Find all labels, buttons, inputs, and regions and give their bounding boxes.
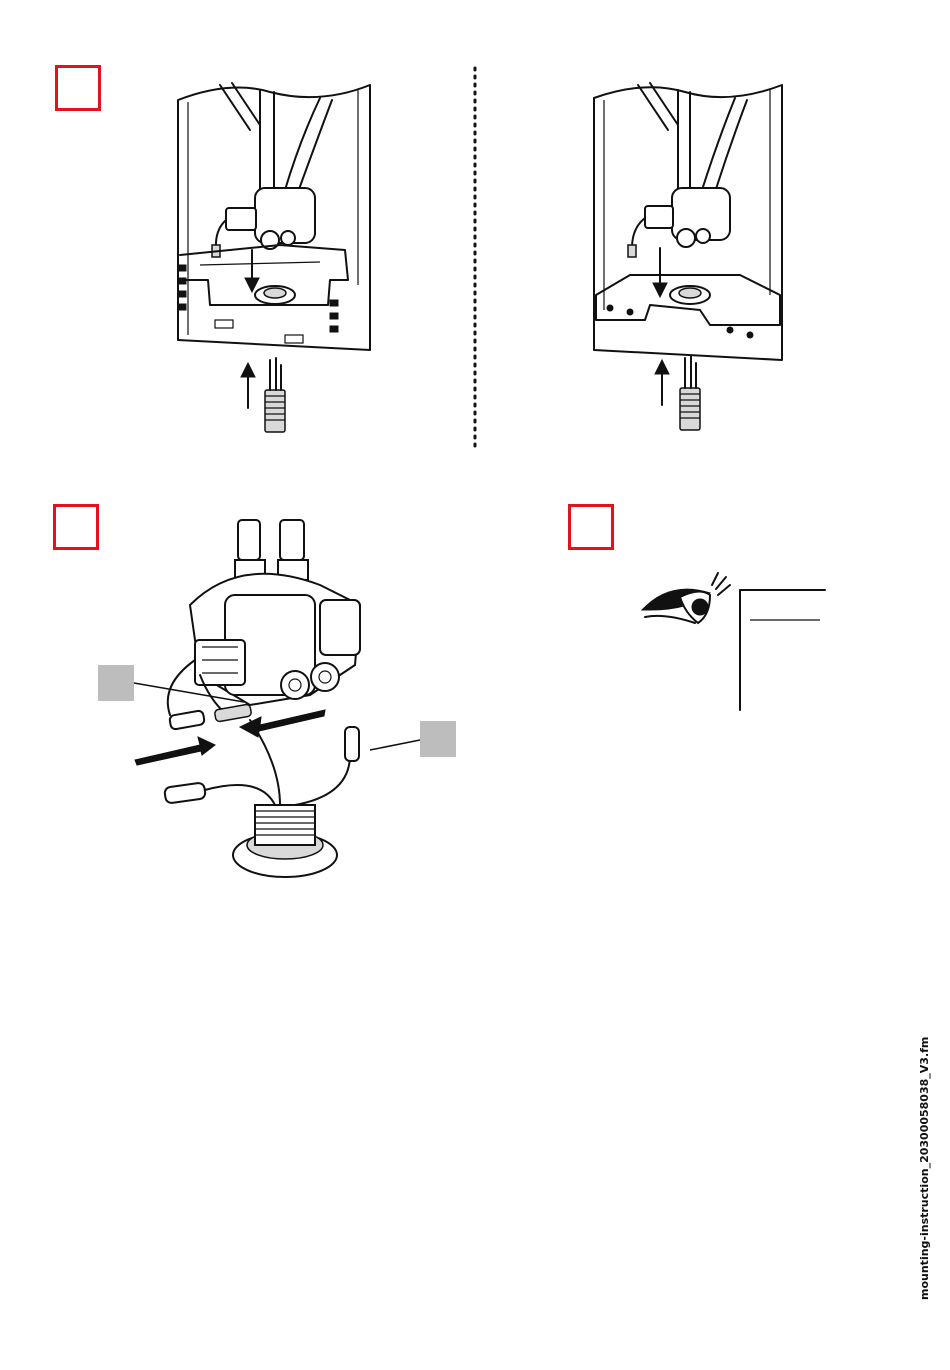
housing-illustration-left <box>170 80 380 440</box>
callout-b-leader <box>370 738 422 753</box>
callout-a-marker <box>98 665 134 701</box>
step-2-box <box>53 504 99 550</box>
step-3-box <box>568 504 614 550</box>
step-1-box <box>55 65 101 111</box>
housing-illustration-right <box>590 80 790 440</box>
eye-inspection-icon <box>640 565 835 715</box>
callout-a-leader <box>134 680 254 710</box>
callout-b-marker <box>420 721 456 757</box>
dotted-divider <box>470 68 480 448</box>
footer-filename: mounting-instruction_20300058038_V3.fm <box>918 1040 936 1300</box>
